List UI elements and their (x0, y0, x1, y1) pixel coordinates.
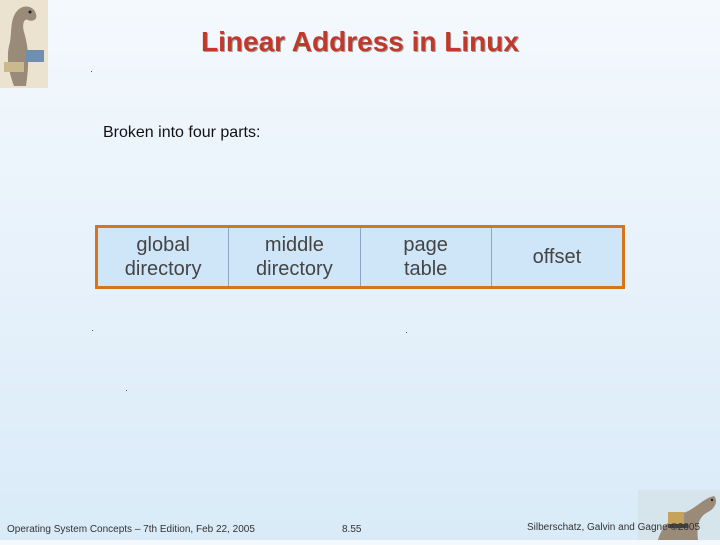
footer-left: Operating System Concepts – 7th Edition,… (7, 524, 255, 535)
address-part-middle-directory: middle directory (229, 228, 361, 286)
address-part-line2: offset (532, 246, 582, 268)
dinosaur-logo-top-left (0, 0, 48, 88)
stray-dot (91, 71, 92, 72)
address-part-line2: directory (256, 258, 333, 280)
footer-page-number: 8.55 (342, 524, 362, 535)
address-part-offset: offset (492, 228, 622, 286)
address-part-global-directory: global directory (98, 228, 230, 286)
stray-dot (92, 330, 93, 331)
address-part-line1: middle (264, 234, 324, 256)
address-part-line2: directory (124, 258, 202, 280)
address-part-line1: page (403, 234, 448, 256)
bullet-text: Broken into four parts: (103, 124, 261, 141)
footer-right: Silberschatz, Galvin and Gagne ©2005 (527, 522, 701, 533)
address-part-page-table: page table (361, 228, 492, 286)
linear-address-diagram: global directory middle directory page t… (95, 225, 625, 289)
stray-dot (406, 332, 407, 333)
slide-title: Linear Address in Linux (201, 26, 519, 57)
dinosaur-logo-bottom-right (638, 490, 720, 540)
address-part-line1: global (136, 234, 190, 256)
address-part-line2: table (403, 258, 448, 280)
stray-dot (126, 390, 127, 391)
